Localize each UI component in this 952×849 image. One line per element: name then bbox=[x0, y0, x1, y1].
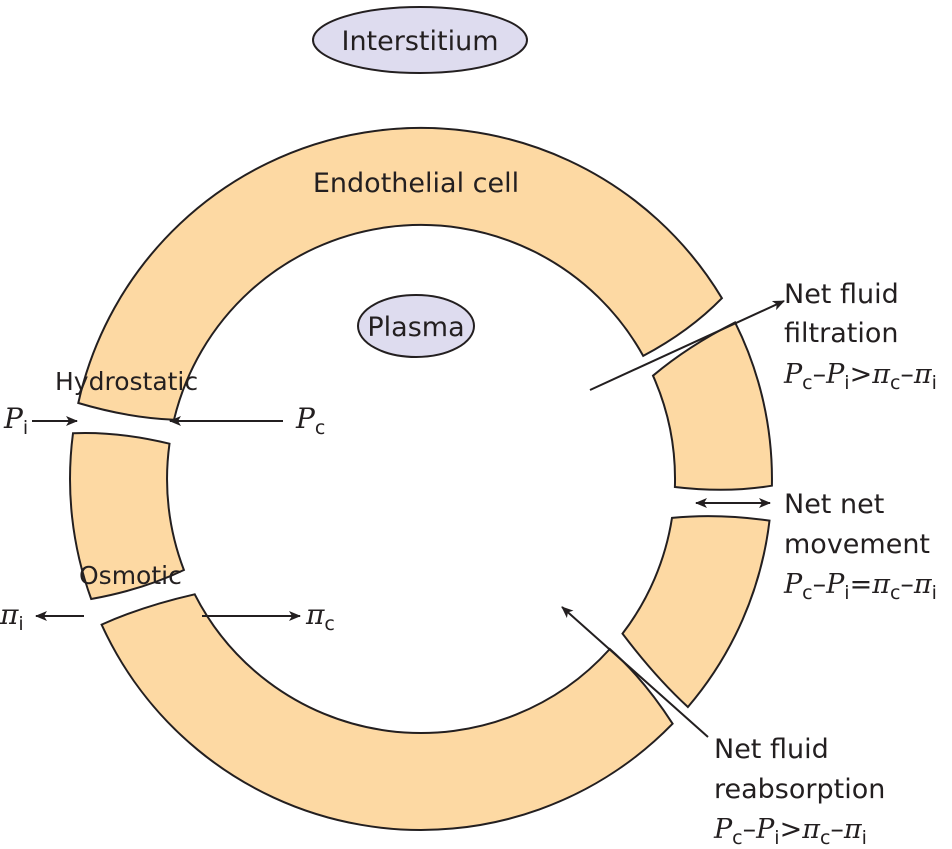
pi-interstitial-pressure-symbol: Pi bbox=[3, 402, 28, 439]
endothelial-segment-left bbox=[69, 431, 186, 601]
equation-symbol: P bbox=[755, 814, 775, 845]
equation-symbol: P bbox=[783, 569, 803, 600]
plasma-label-group: Plasma bbox=[357, 294, 475, 358]
equation-operator: – bbox=[900, 569, 914, 600]
endothelial-cell-label: Endothelial cell bbox=[313, 168, 519, 199]
equation-subscript: i bbox=[932, 582, 937, 604]
plasma-ellipse bbox=[357, 294, 475, 358]
equation-subscript: i bbox=[774, 827, 779, 849]
equation-symbol: π bbox=[843, 814, 863, 845]
endothelial-segment-right-lower bbox=[621, 515, 771, 709]
equation-symbol: π bbox=[913, 569, 933, 600]
equation-operator: – bbox=[830, 814, 844, 845]
equation-subscript: c bbox=[890, 582, 900, 604]
endothelial-cell-ring bbox=[69, 126, 773, 831]
equation-symbol: P bbox=[825, 569, 845, 600]
equation-subscript: c bbox=[802, 372, 812, 394]
outcome-filtration: Net fluid filtration Pc–Pi>πc–πi bbox=[783, 279, 937, 394]
reabsorption-line2: reabsorption bbox=[714, 774, 885, 805]
equation-operator: – bbox=[813, 569, 827, 600]
equation-operator: – bbox=[743, 814, 757, 845]
equation-symbol: P bbox=[713, 814, 733, 845]
equation-subscript: c bbox=[820, 827, 830, 849]
interstitium-label: Interstitium bbox=[341, 26, 498, 57]
equation-subscript: i bbox=[844, 582, 849, 604]
equation-symbol: π bbox=[801, 814, 821, 845]
equation-symbol: π bbox=[913, 359, 933, 390]
interstitium-ellipse bbox=[312, 6, 528, 74]
movement-line1: Net net bbox=[784, 489, 884, 520]
equation-subscript: c bbox=[890, 372, 900, 394]
equation-operator: > bbox=[780, 814, 803, 845]
pii-interstitial-osmotic-symbol: πi bbox=[0, 598, 24, 635]
equation-operator: – bbox=[813, 359, 827, 390]
endothelial-segment-right-upper bbox=[651, 321, 773, 491]
equation-symbol: π bbox=[871, 359, 891, 390]
reabsorption-arrow bbox=[561, 606, 709, 738]
endothelial-segment-top bbox=[77, 126, 724, 421]
equation-operator: – bbox=[900, 359, 914, 390]
equation-subscript: i bbox=[844, 372, 849, 394]
plasma-label: Plasma bbox=[367, 312, 464, 343]
equation-symbol: π bbox=[871, 569, 891, 600]
hydrostatic-label: Hydrostatic bbox=[55, 367, 198, 396]
equation-subscript: i bbox=[862, 827, 867, 849]
equation-subscript: i bbox=[932, 372, 937, 394]
filtration-arrow bbox=[589, 300, 785, 391]
equation-operator: = bbox=[850, 569, 873, 600]
endothelial-segment-bottom bbox=[100, 593, 674, 831]
movement-line2: movement bbox=[784, 529, 930, 560]
pic-capillary-osmotic-symbol: πc bbox=[305, 598, 335, 635]
interstitium-label-group: Interstitium bbox=[312, 6, 528, 74]
equation-symbol: P bbox=[825, 359, 845, 390]
movement-equation: Pc–Pi=πc–πi bbox=[783, 569, 937, 604]
equation-symbol: P bbox=[783, 359, 803, 390]
equation-subscript: c bbox=[802, 582, 812, 604]
equation-operator: > bbox=[850, 359, 873, 390]
equation-subscript: c bbox=[732, 827, 742, 849]
pc-capillary-pressure-symbol: Pc bbox=[295, 402, 325, 439]
filtration-equation: Pc–Pi>πc–πi bbox=[783, 359, 937, 394]
reabsorption-equation: Pc–Pi>πc–πi bbox=[713, 814, 867, 849]
reabsorption-line1: Net fluid bbox=[714, 734, 829, 765]
outcome-reabsorption: Net fluid reabsorption Pc–Pi>πc–πi bbox=[713, 734, 885, 849]
outcome-no-net-movement: Net net movement Pc–Pi=πc–πi bbox=[783, 489, 937, 604]
osmotic-label: Osmotic bbox=[79, 561, 182, 590]
filtration-line2: filtration bbox=[784, 318, 898, 349]
filtration-line1: Net fluid bbox=[784, 279, 899, 310]
